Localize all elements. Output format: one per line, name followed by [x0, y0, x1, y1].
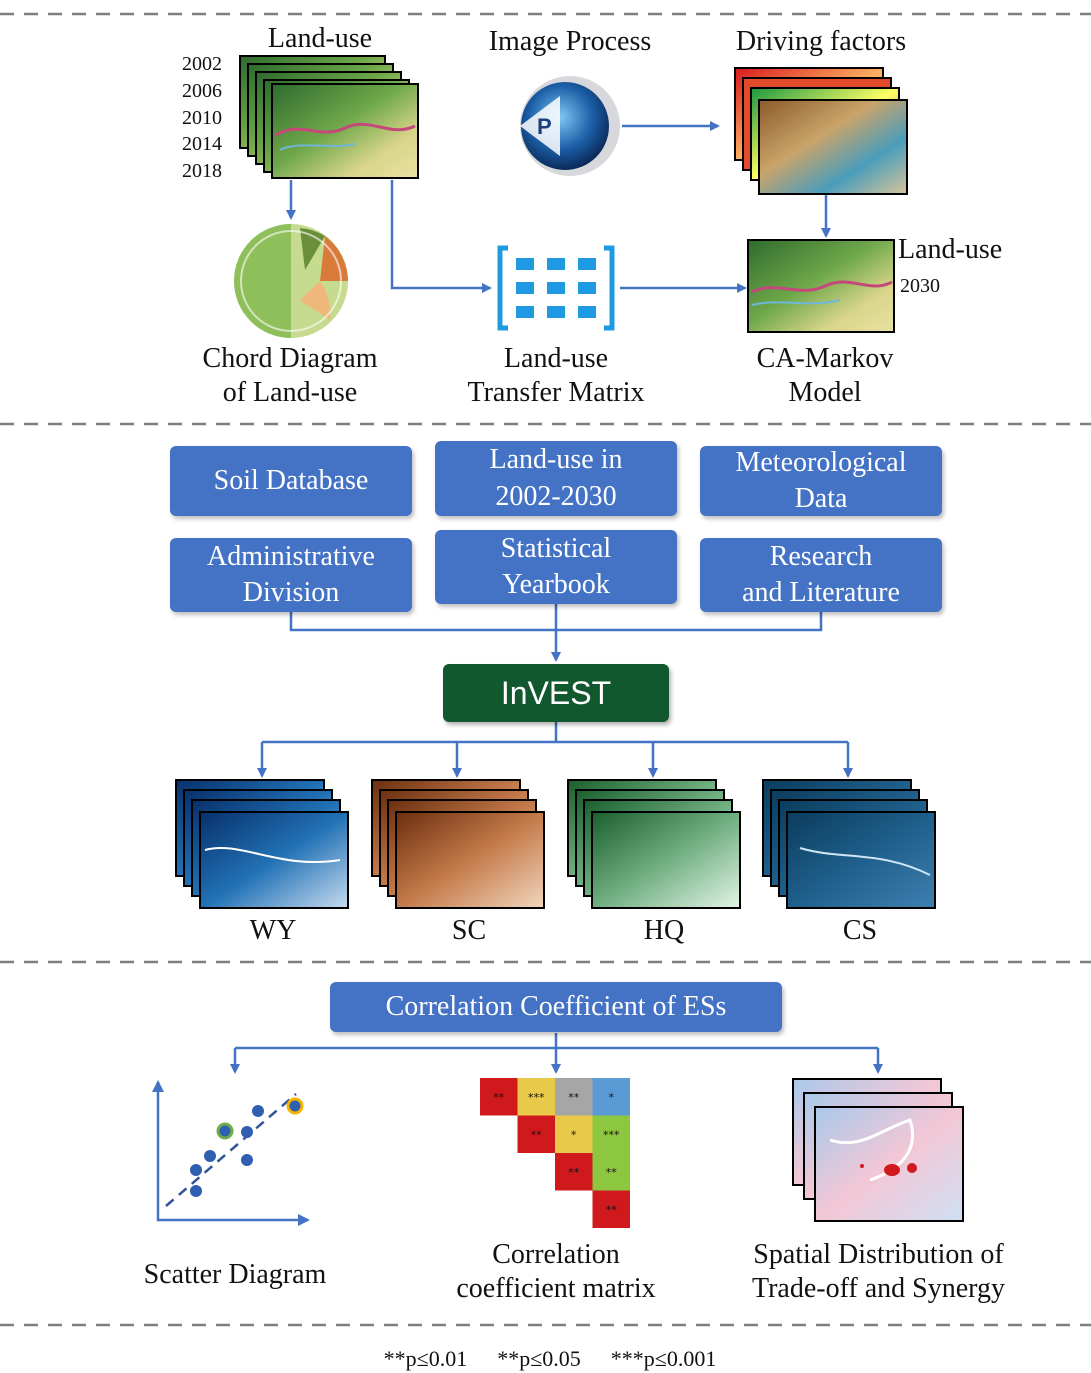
chord-label-line1: Chord Diagram [202, 343, 378, 374]
box-label-line1: Land-use in [489, 444, 623, 476]
matrix-cell-label: ** [568, 1091, 580, 1104]
section-dividers [0, 12, 1091, 1327]
research-literature-box: Research and Literature [700, 538, 942, 612]
soil-database-box: Soil Database [170, 446, 412, 516]
spatial-map-stack [792, 1078, 964, 1222]
chord-diagram-label: Chord Diagram of Land-use [170, 342, 410, 409]
landuse-map-stack [239, 55, 419, 179]
matrix-cell [592, 1190, 630, 1228]
box-label-line2: Yearbook [502, 569, 610, 600]
cs-label: CS [842, 915, 878, 946]
section1-arrows [286, 121, 831, 293]
section2-arrows [257, 604, 853, 778]
chord-label-line2: of Land-use [222, 376, 358, 408]
meteorological-data-box: Meteorological Data [700, 446, 942, 516]
matrix-cell-label: ** [606, 1166, 618, 1179]
section3-arrows [230, 1033, 883, 1074]
corr-label-line2: coefficient matrix [456, 1272, 656, 1304]
hq-label: HQ [643, 915, 685, 946]
wy-label: WY [249, 915, 297, 946]
landuse-2030-map [747, 239, 895, 333]
scatter-diagram-label: Scatter Diagram [143, 1259, 327, 1290]
matrix-label-line1: Land-use [503, 343, 609, 374]
box-label-line1: Meteorological [735, 446, 907, 478]
year-label: 2002 [182, 53, 222, 75]
year-label: 2018 [182, 160, 222, 182]
landuse-period-box: Land-use in 2002-2030 [435, 441, 677, 516]
svg-text:P: P [537, 114, 552, 139]
matrix-cell [555, 1115, 593, 1153]
year-label: 2006 [182, 80, 222, 102]
matrix-cell [517, 1115, 555, 1153]
matrix-cell-label: *** [528, 1091, 545, 1104]
transfer-matrix-label: Land-use Transfer Matrix [436, 342, 676, 409]
matrix-cell-label: *** [603, 1128, 620, 1141]
hq-map-stack [567, 779, 741, 909]
spatial-label-line1: Spatial Distribution of [753, 1239, 1004, 1270]
significance-legend: **p≤0.01 **p≤0.05 ***p≤0.001 [300, 1346, 800, 1372]
sc-map-stack [371, 779, 545, 909]
correlation-coefficient-box: Correlation Coefficient of ESs [330, 982, 782, 1032]
statistical-yearbook-box: Statistical Yearbook [435, 530, 677, 604]
box-label-line1: Research [769, 540, 873, 572]
chord-diagram-icon [234, 224, 348, 338]
cs-map-stack [762, 779, 936, 909]
matrix-cell-label: ** [493, 1091, 505, 1104]
year-label: 2010 [182, 107, 222, 129]
box-label-line2: Data [794, 483, 848, 514]
box-label-line2: and Literature [742, 577, 900, 608]
matrix-cell [592, 1115, 630, 1153]
transfer-matrix-icon [497, 245, 615, 331]
box-label-line2: 2002-2030 [495, 480, 617, 512]
matrix-cell-label: * [571, 1128, 577, 1141]
matrix-label-line2: Transfer Matrix [467, 376, 645, 408]
sig-level-1: **p≤0.01 [383, 1346, 468, 1371]
year-label: 2014 [182, 133, 222, 155]
matrix-cell-label: ** [606, 1203, 618, 1216]
matrix-cell [592, 1078, 630, 1116]
sig-level-3: ***p≤0.001 [610, 1346, 717, 1371]
landuse-2030-year: 2030 [900, 275, 940, 297]
sig-level-2: **p≤0.05 [497, 1346, 581, 1371]
matrix-cell-label: * [609, 1091, 615, 1104]
ca-label-line1: CA-Markov [756, 343, 894, 374]
image-process-icon: P [520, 76, 620, 176]
matrix-cell-label: ** [568, 1166, 580, 1179]
box-label-line2: Division [242, 577, 340, 608]
box-label-line1: Statistical [500, 532, 612, 564]
correlation-matrix: ******************** [480, 1078, 630, 1228]
box-label-line1: Soil Database [213, 464, 369, 496]
matrix-cell [555, 1078, 593, 1116]
sc-label: SC [451, 915, 487, 946]
landuse-2030-title: Land-use [898, 234, 1003, 265]
driving-factors-stack [734, 67, 908, 195]
spatial-distribution-label: Spatial Distribution of Trade-off and Sy… [716, 1238, 1041, 1305]
matrix-cell [555, 1153, 593, 1191]
matrix-cell [592, 1153, 630, 1191]
wy-map-stack [175, 779, 349, 909]
image-process-label: Image Process [488, 26, 652, 57]
ca-markov-label: CA-Markov Model [710, 342, 940, 409]
matrix-cell [517, 1078, 555, 1116]
matrix-cell [480, 1078, 518, 1116]
scatter-icon [152, 1080, 310, 1226]
matrix-cell-label: ** [531, 1128, 543, 1141]
invest-model-box: InVEST [443, 664, 669, 722]
corr-label-line1: Correlation [492, 1239, 620, 1270]
ca-label-line2: Model [788, 376, 862, 408]
driving-factors-label: Driving factors [735, 26, 907, 57]
box-label-line1: Administrative [207, 540, 375, 572]
correlation-matrix-label: Correlation coefficient matrix [420, 1238, 692, 1305]
landuse-title: Land-use [267, 23, 373, 54]
spatial-label-line2: Trade-off and Synergy [751, 1272, 1005, 1304]
administrative-division-box: Administrative Division [170, 538, 412, 612]
